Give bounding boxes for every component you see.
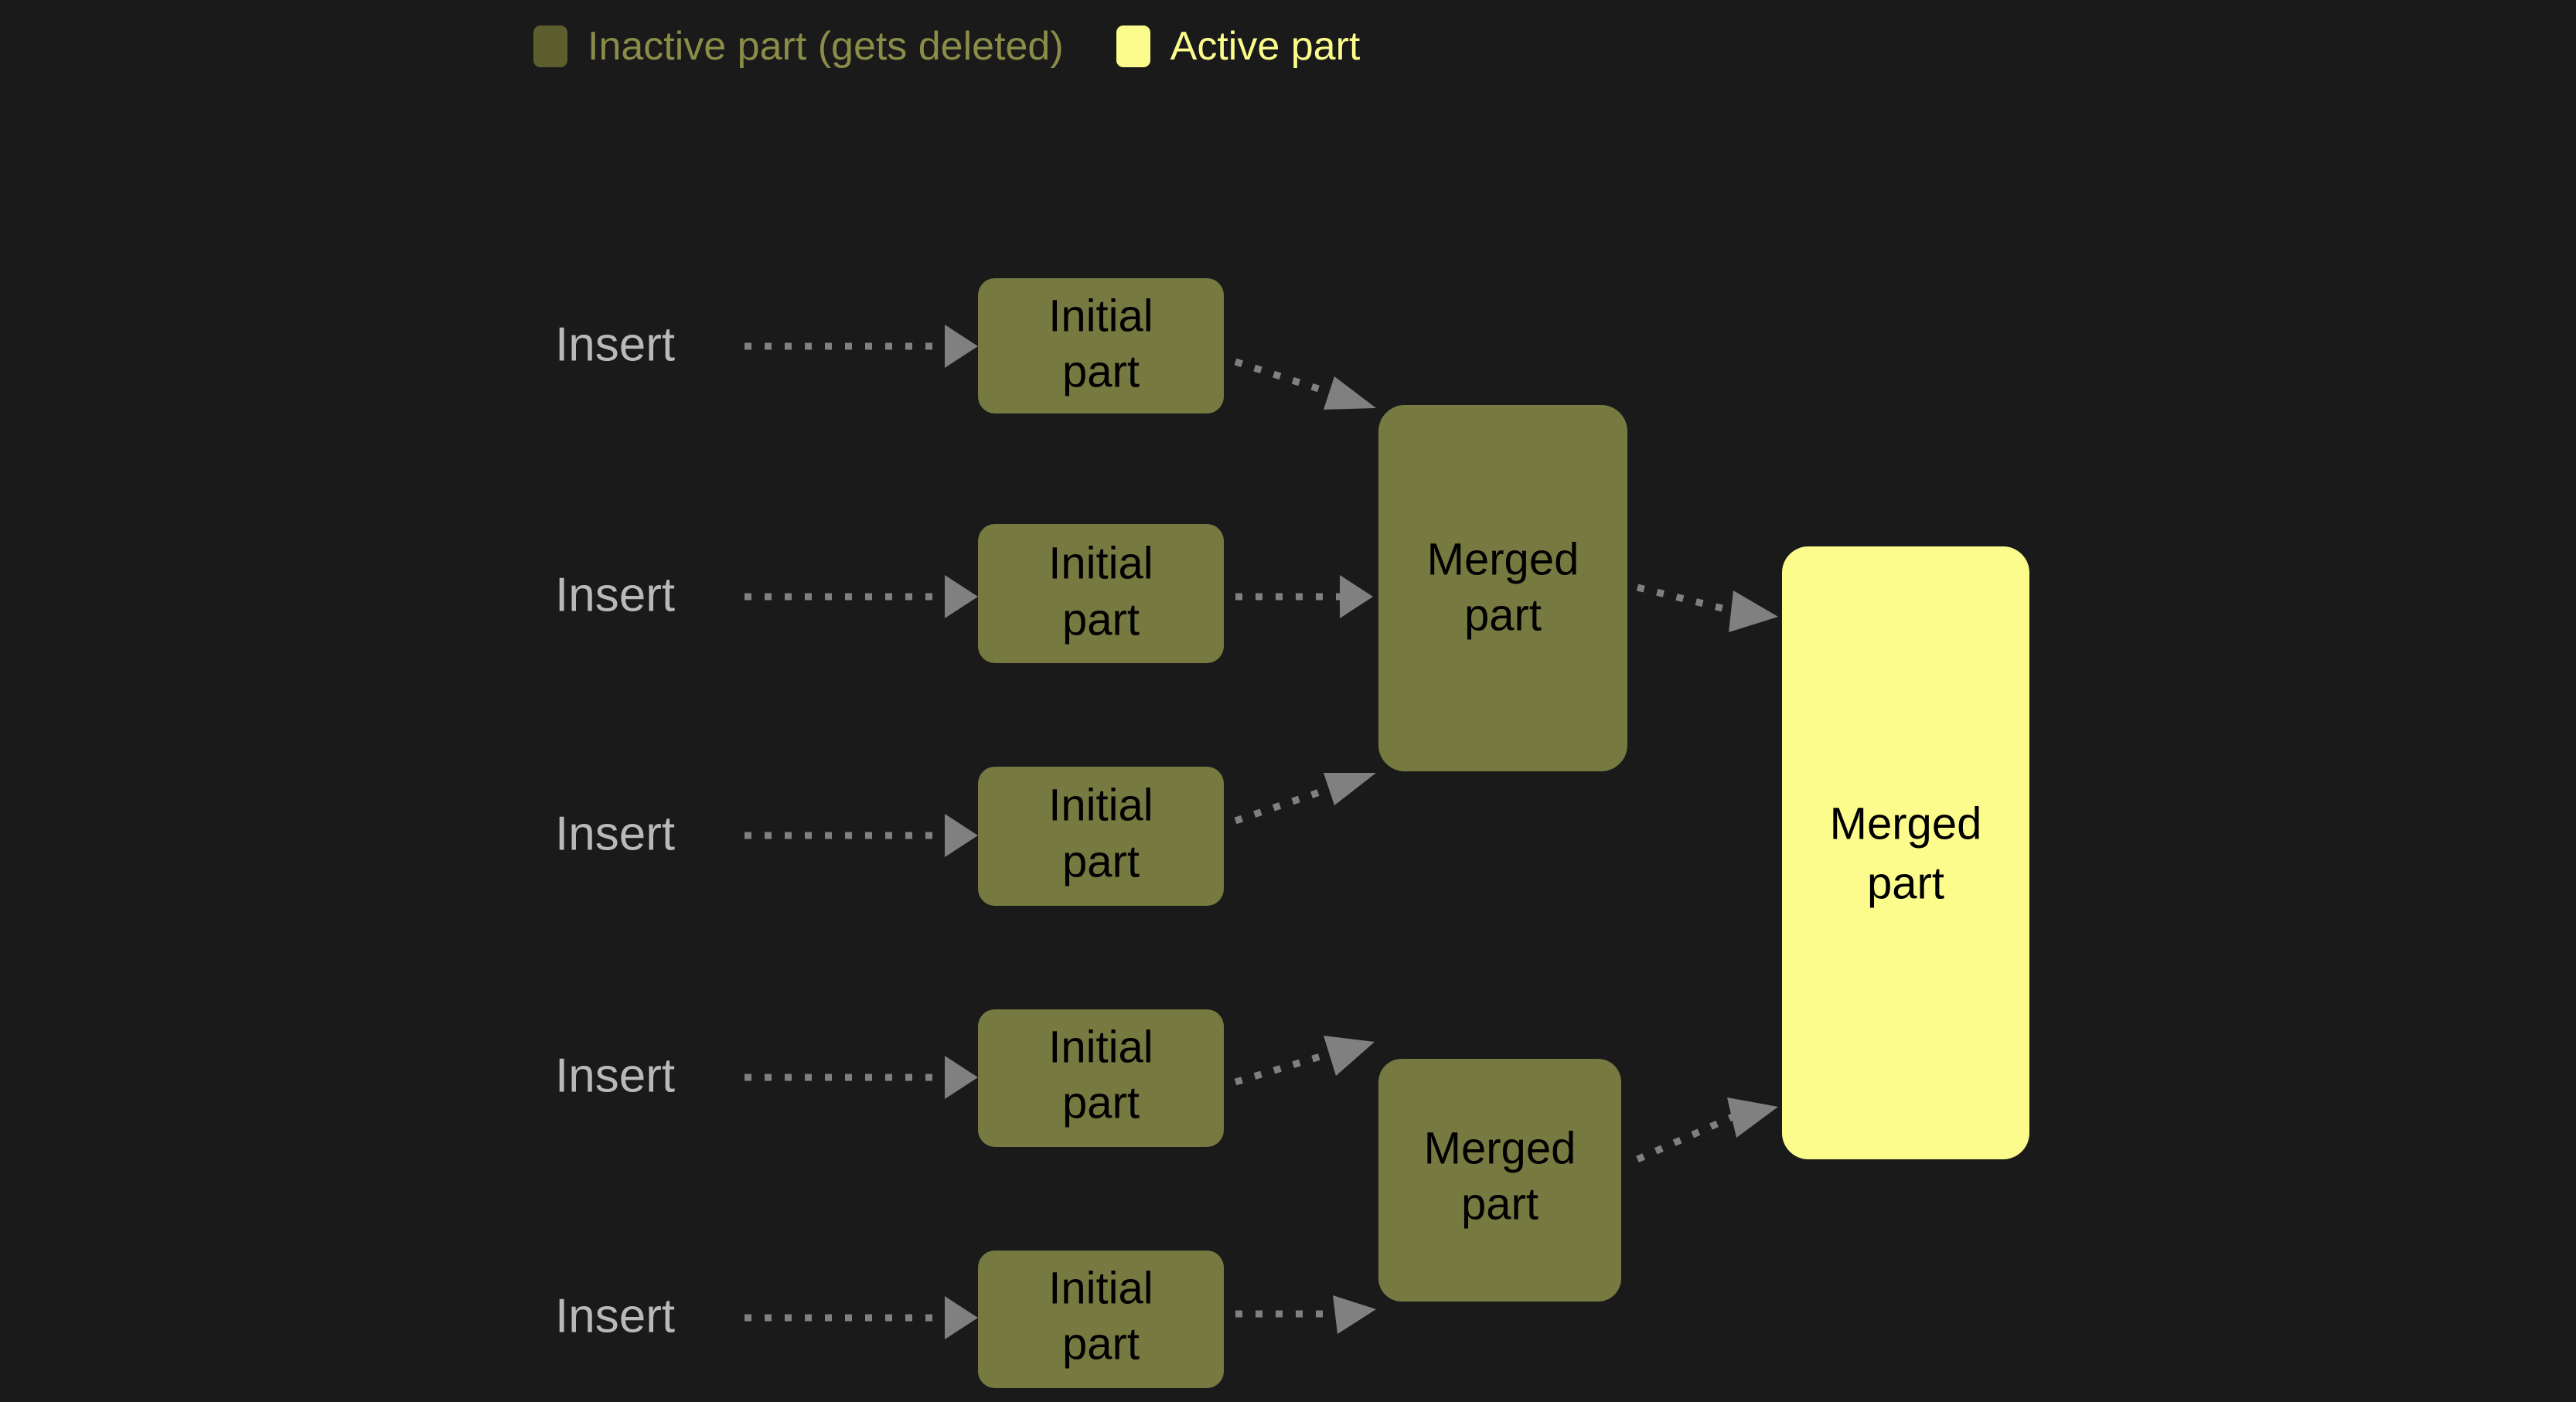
legend-swatch-active-icon: [1116, 26, 1150, 67]
node-initial-1-line1: Initial: [1048, 291, 1153, 341]
node-initial-5-line1: Initial: [1048, 1263, 1153, 1313]
edge-insert-2-to-initial-2: [745, 575, 978, 618]
edge-insert-3-to-initial-3: [745, 814, 978, 857]
node-merged-final[interactable]: Merged part: [1782, 546, 2029, 1159]
node-initial-3[interactable]: Initial part: [978, 767, 1224, 906]
node-initial-4-line2: part: [1062, 1077, 1140, 1128]
node-initial-4-line1: Initial: [1048, 1022, 1153, 1072]
legend-item-inactive: Inactive part (gets deleted): [533, 26, 1064, 67]
insert-label-5: Insert: [555, 1289, 675, 1342]
edge-initial-4-to-merged-bottom: [1234, 1036, 1375, 1086]
node-merged-top-line1: Merged: [1427, 534, 1579, 584]
legend: Inactive part (gets deleted) Active part: [533, 23, 1360, 70]
node-merged-bottom-line2: part: [1461, 1179, 1538, 1229]
legend-swatch-inactive-icon: [533, 26, 567, 67]
node-initial-4[interactable]: Initial part: [978, 1009, 1224, 1147]
node-merged-bottom-line1: Merged: [1424, 1123, 1576, 1173]
node-merged-final-line2: part: [1867, 858, 1944, 908]
edge-initial-2-to-merged-top: [1235, 575, 1373, 618]
insert-label-4: Insert: [555, 1049, 675, 1102]
edge-initial-3-to-merged-top: [1234, 773, 1376, 825]
edge-merged-top-to-merged-final: [1636, 584, 1778, 632]
edge-initial-5-to-merged-bottom: [1235, 1295, 1376, 1334]
edge-initial-1-to-merged-top: [1234, 358, 1376, 410]
node-initial-5-line2: part: [1062, 1319, 1140, 1369]
node-merged-top-line2: part: [1464, 590, 1542, 640]
edge-merged-bottom-to-merged-final: [1636, 1097, 1778, 1163]
legend-item-active: Active part: [1116, 24, 1361, 69]
insert-label-3: Insert: [555, 807, 675, 860]
node-merged-top[interactable]: Merged part: [1378, 405, 1627, 771]
edge-insert-1-to-initial-1: [745, 325, 978, 368]
node-initial-3-line1: Initial: [1048, 780, 1153, 830]
node-initial-3-line2: part: [1062, 836, 1140, 886]
legend-label-inactive: Inactive part (gets deleted): [588, 24, 1064, 69]
legend-label-active: Active part: [1170, 24, 1361, 69]
node-merged-bottom[interactable]: Merged part: [1378, 1059, 1621, 1302]
node-initial-2[interactable]: Initial part: [978, 524, 1224, 663]
node-merged-final-line1: Merged: [1830, 798, 1982, 849]
node-initial-2-line1: Initial: [1048, 538, 1153, 588]
node-initial-2-line2: part: [1062, 594, 1140, 645]
edge-insert-4-to-initial-4: [745, 1056, 978, 1099]
insert-label-2: Insert: [555, 568, 675, 621]
insert-label-1: Insert: [555, 318, 675, 371]
node-initial-1-line2: part: [1062, 346, 1140, 396]
node-initial-5[interactable]: Initial part: [978, 1251, 1224, 1388]
node-initial-1[interactable]: Initial part: [978, 278, 1224, 413]
edge-insert-5-to-initial-5: [745, 1296, 978, 1339]
